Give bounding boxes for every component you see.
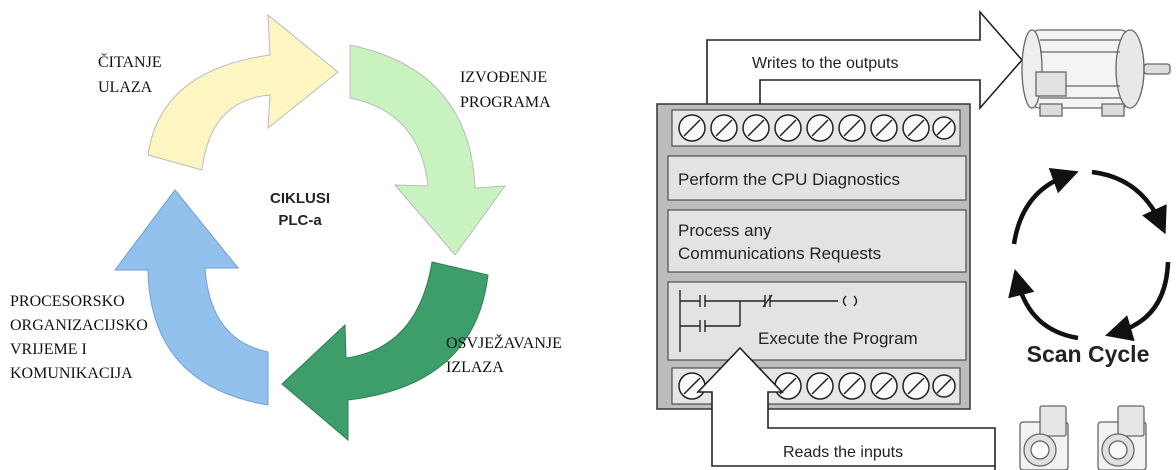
label-osvjezavanje-line2: IZLAZA: [446, 359, 504, 376]
label-procesorsko-line1: PROCESORSKO: [10, 293, 125, 310]
plc-scan-diagram: Writes to the outputs Perform the CPU Di…: [656, 9, 1171, 470]
panel-communications: [667, 209, 967, 273]
panel-communications-line1: Process any: [678, 221, 772, 240]
cycle-arrows-icon: [1008, 167, 1171, 342]
label-izvodenje-line1: IZVOĐENJE: [460, 69, 547, 86]
panel-cpu-diagnostics-text: Perform the CPU Diagnostics: [678, 170, 900, 189]
pushbutton-icon-2: [1097, 405, 1147, 470]
label-osvjezavanje-line1: OSVJEŽAVANJE: [446, 333, 562, 352]
cycle-arrow-citanje-ulaza: [147, 13, 339, 171]
label-procesorsko-line3: VRIJEME I: [10, 341, 87, 358]
ladder-logic-icon: [679, 290, 858, 352]
cycle-center-title-line1: CIKLUSI: [270, 190, 330, 207]
panel-execute-program: [667, 281, 967, 361]
panel-execute-program-text: Execute the Program: [758, 329, 918, 348]
scan-cycle-label: Scan Cycle: [1027, 341, 1150, 367]
panel-communications-line2: Communications Requests: [678, 244, 881, 263]
pushbutton-icon: [1019, 405, 1069, 470]
writes-outputs-label: Writes to the outputs: [752, 55, 898, 72]
cycle-center-title-line2: PLC-a: [278, 212, 322, 229]
cycle-arrow-procesorsko-vrijeme: [114, 189, 269, 406]
panel-cpu-diagnostics: [667, 155, 967, 201]
motor-icon: [1021, 29, 1171, 117]
plc-cycle-diagram: CIKLUSI PLC-a ČITANJE ULAZA IZVOĐENJE PR…: [10, 13, 562, 442]
top-terminals: [678, 114, 956, 142]
label-citanje-line1: ČITANJE: [98, 52, 162, 71]
reads-inputs-label: Reads the inputs: [783, 444, 903, 461]
label-procesorsko-line2: ORGANIZACIJSKO: [10, 317, 148, 334]
label-procesorsko-line4: KOMUNIKACIJA: [10, 365, 133, 382]
cycle-arrow-izvodenje-programa: [349, 44, 507, 256]
reads-inputs-arrow: [696, 346, 996, 470]
cycle-arrow-osvjezavanje-izlaza: [281, 261, 489, 442]
label-citanje-line2: ULAZA: [98, 79, 153, 96]
label-izvodenje-line2: PROGRAMA: [460, 94, 551, 111]
